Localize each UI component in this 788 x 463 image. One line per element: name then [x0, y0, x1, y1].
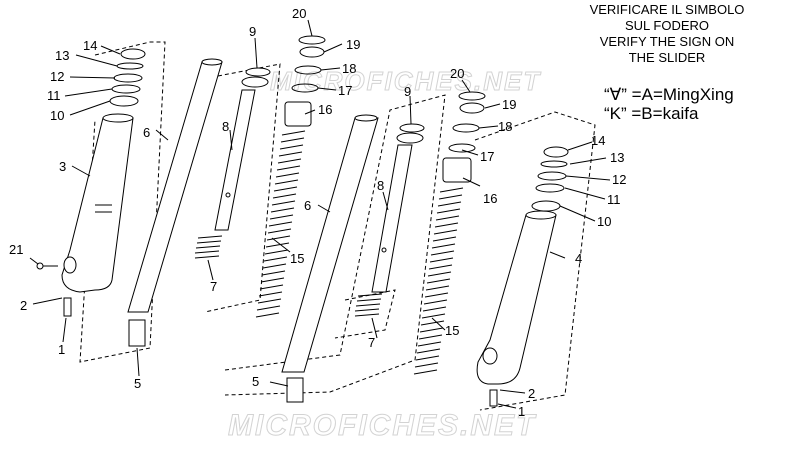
- callout-5-left: 5: [134, 376, 141, 391]
- callout-7-center: 7: [368, 335, 375, 350]
- note-line-4: THE SLIDER: [628, 50, 706, 65]
- watermark-bottom: MICROFICHES.NET: [228, 409, 537, 442]
- leader-lines: [29, 19, 611, 409]
- supplier-codes: “∀” =A=MingXing “K” =B=kaifa: [604, 85, 734, 123]
- callout-18-left: 18: [342, 61, 356, 76]
- callout-17-center: 17: [480, 149, 494, 164]
- callout-9-center: 9: [404, 84, 411, 99]
- left-top-rings: [109, 48, 146, 107]
- callout-11-left: 11: [47, 88, 61, 103]
- callout-18-center: 18: [498, 119, 512, 134]
- callout-15-center: 15: [445, 323, 459, 338]
- callout-10-left: 10: [50, 108, 64, 123]
- callout-labels: 14 13 12 11 10 3 21 2 1 6 5 9 8 7 15 16 …: [9, 6, 626, 419]
- callout-2-left: 2: [20, 298, 27, 313]
- callout-5-center: 5: [252, 374, 259, 389]
- note-line-1: VERIFICARE IL SIMBOLO: [589, 2, 745, 17]
- callout-15-left: 15: [290, 251, 304, 266]
- note-line-2: SUL FODERO: [624, 18, 710, 33]
- callout-9-left: 9: [249, 24, 256, 39]
- callout-16-left: 16: [318, 102, 332, 117]
- callout-19-left: 19: [346, 37, 360, 52]
- callout-10-right: 10: [597, 214, 611, 229]
- callout-19-center: 19: [502, 97, 516, 112]
- callout-7-left: 7: [210, 279, 217, 294]
- callout-21: 21: [9, 242, 23, 257]
- callout-13-right: 13: [610, 150, 624, 165]
- right-slider-4: [476, 210, 557, 407]
- callout-16-center: 16: [483, 191, 497, 206]
- note-line-3: VERIFY THE SIGN ON: [599, 34, 735, 49]
- callout-1-left: 1: [58, 342, 65, 357]
- callout-6-center: 6: [304, 198, 311, 213]
- verify-symbol-note: VERIFICARE IL SIMBOLO SUL FODERO VERIFY …: [576, 2, 758, 66]
- callout-12-left: 12: [50, 69, 64, 84]
- center-fork-tube-6: [281, 114, 379, 403]
- callout-3: 3: [59, 159, 66, 174]
- callout-12-right: 12: [612, 172, 626, 187]
- center-top-parts-17-20: [448, 91, 486, 153]
- callout-11-right: 11: [607, 192, 621, 207]
- center-main-spring-15: [413, 157, 472, 375]
- callout-13-left: 13: [55, 48, 69, 63]
- left-fork-tube-6: [127, 58, 223, 347]
- callout-20-center: 20: [450, 66, 464, 81]
- callout-8-left: 8: [222, 119, 229, 134]
- right-top-rings: [531, 146, 569, 212]
- code-b-kaifa: “K” =B=kaifa: [604, 104, 699, 123]
- code-a-mingxing: “∀” =A=MingXing: [604, 85, 734, 104]
- center-damper-rod-8: [371, 123, 425, 293]
- left-damper-rod-8: [214, 67, 271, 231]
- left-main-spring-15: [255, 101, 312, 318]
- callout-1-right: 1: [518, 404, 525, 419]
- left-rebound-spring-7: [194, 235, 223, 259]
- callout-8-center: 8: [377, 178, 384, 193]
- watermark-top: MICROFICHES.NET: [270, 66, 541, 96]
- callout-17-left: 17: [338, 83, 352, 98]
- callout-20-left: 20: [292, 6, 306, 21]
- left-slider-3: [36, 113, 134, 317]
- callout-14-left: 14: [83, 38, 97, 53]
- callout-4: 4: [575, 251, 582, 266]
- center-rebound-spring-7: [354, 293, 383, 317]
- callout-14-right: 14: [591, 133, 605, 148]
- callout-2-right: 2: [528, 386, 535, 401]
- callout-6-left: 6: [143, 125, 150, 140]
